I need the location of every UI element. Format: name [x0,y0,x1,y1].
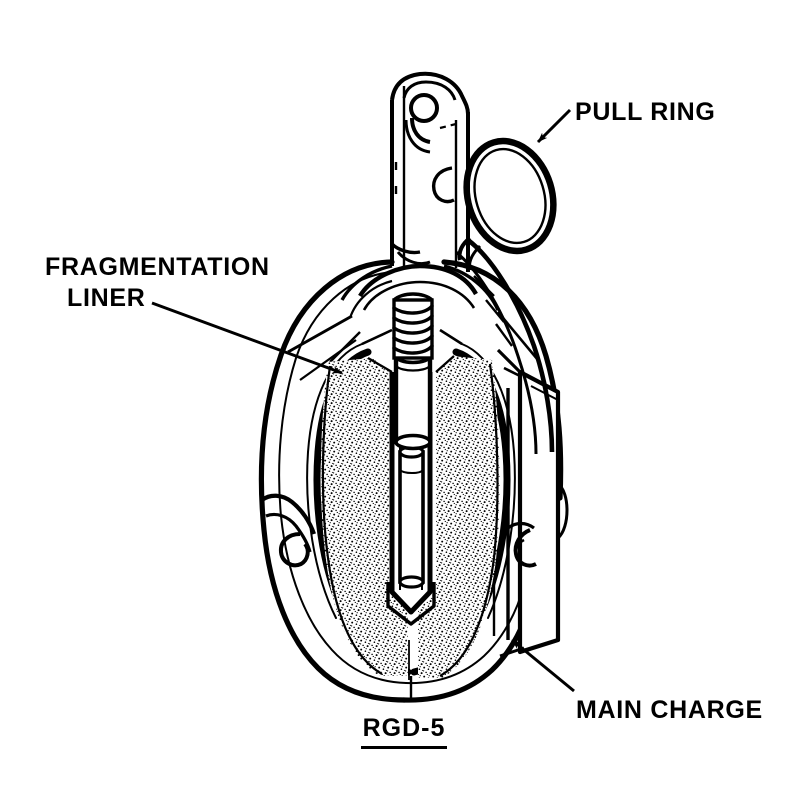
leader-fragmentation-liner [151,301,343,375]
leader-pull-ring [536,108,572,144]
caption-text: RGD-5 [360,714,448,749]
safety-lever [390,71,555,455]
fuze-body [393,347,433,451]
leader-lines [151,108,575,693]
figure-caption: RGD-5 [0,714,808,749]
callout-label-pull-ring: PULL RING [575,98,716,126]
body-side-clips [260,493,537,568]
callout-line-liner: LINER [67,283,146,312]
threaded-neck [392,292,434,360]
outer-body [258,259,564,703]
callout-line-fragmentation: FRAGMENTATION [45,253,270,281]
pull-ring [457,137,557,271]
leader-main-charge [511,638,575,693]
callout-label-main-charge: MAIN CHARGE [576,696,763,724]
detonator [398,445,425,589]
